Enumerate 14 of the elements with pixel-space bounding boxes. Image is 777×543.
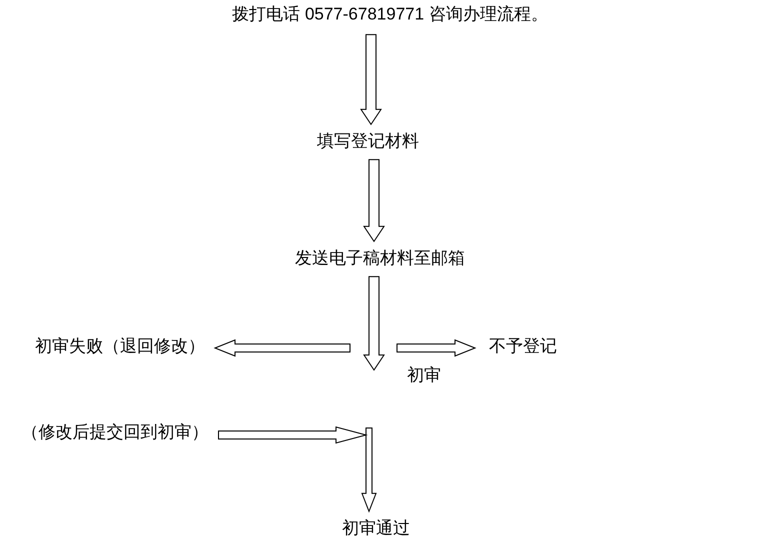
hollow-arrow: [214, 339, 350, 357]
step-text: 拨打电话 0577-67819771 咨询办理流程。: [232, 3, 548, 25]
step-text: 不予登记: [489, 335, 557, 357]
hollow-arrow: [218, 426, 377, 513]
step-text: 初审通过: [342, 517, 410, 539]
step-text: 填写登记材料: [317, 130, 419, 152]
step-text: 初审失败（退回修改）: [35, 335, 205, 357]
hollow-arrow: [363, 276, 385, 371]
hollow-arrow: [396, 339, 476, 357]
hollow-arrow: [360, 34, 382, 126]
step-text: （修改后提交回到初审）: [22, 421, 208, 443]
edge-label: 初审: [407, 364, 441, 386]
hollow-arrow: [363, 159, 385, 242]
step-text: 发送电子稿材料至邮箱: [295, 247, 465, 269]
